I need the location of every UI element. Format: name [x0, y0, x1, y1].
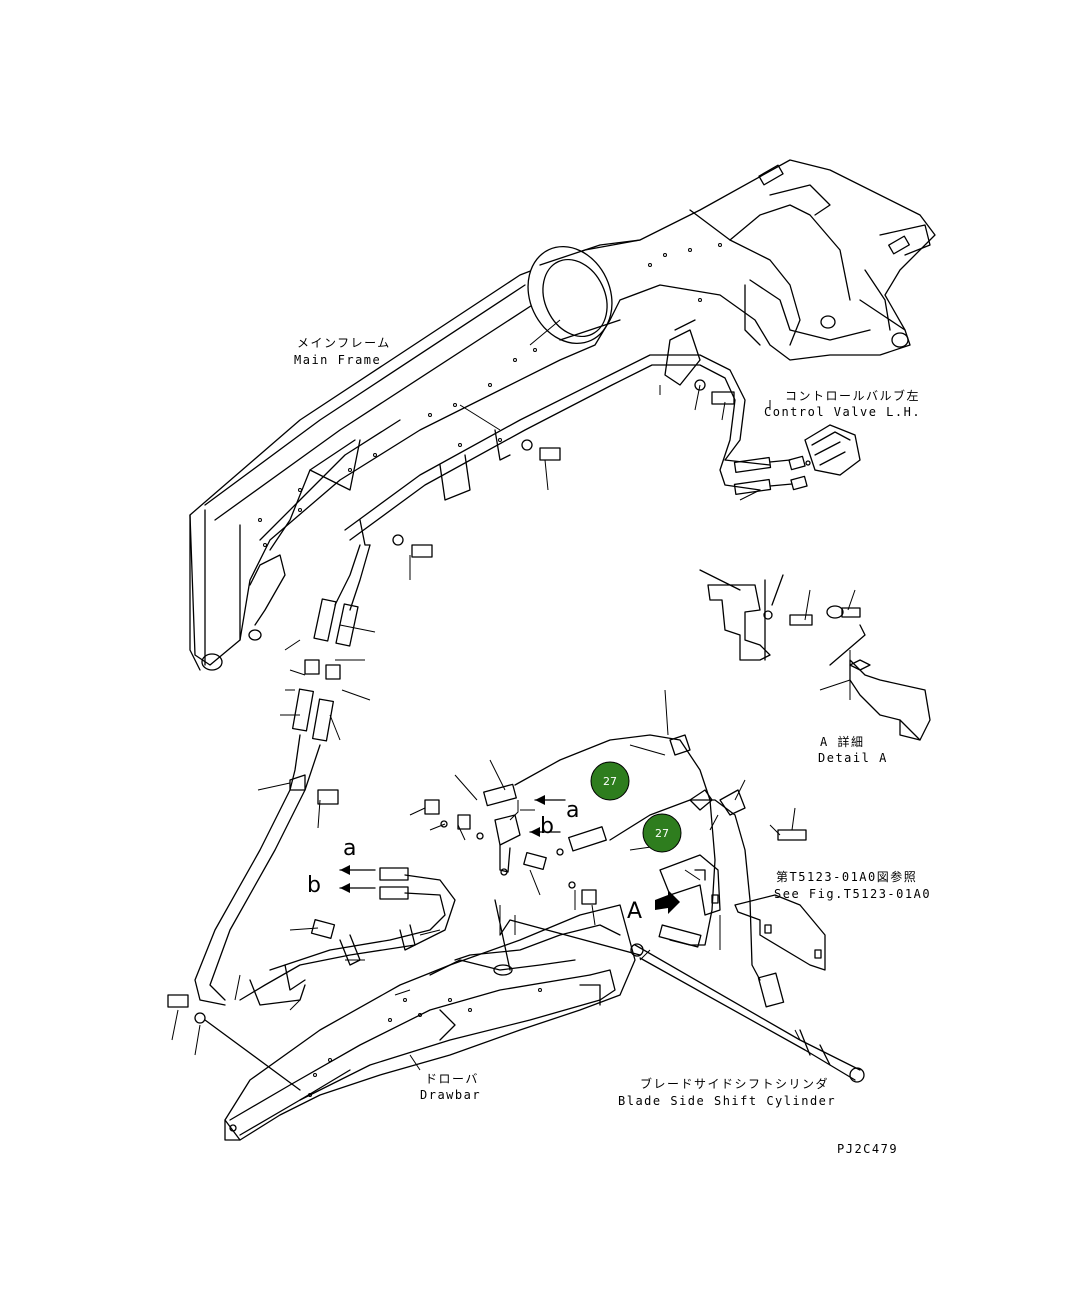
hydraulic-piping	[167, 319, 807, 1056]
callout-27-upper[interactable]: 27	[590, 761, 630, 801]
see-fig-label-en: See Fig.T5123-01A0	[774, 887, 931, 901]
detail-a-drawing	[699, 569, 931, 741]
letter-b-upper: b	[540, 814, 554, 839]
control-valve-label-en: Control Valve L.H.	[764, 405, 921, 419]
cylinder-drawing	[630, 854, 865, 1083]
callout-circle[interactable]	[590, 761, 630, 801]
callout-circle[interactable]	[642, 813, 682, 853]
letter-a-upper: a	[566, 798, 579, 823]
main-frame-drawing	[189, 159, 936, 671]
drawbar-label-jp: ドローバ	[425, 1072, 479, 1086]
drawbar-label-en: Drawbar	[420, 1088, 481, 1102]
detail-a-label-jp: A 詳細	[820, 734, 864, 749]
drawbar-drawing	[204, 899, 641, 1141]
main-frame-label-jp: メインフレーム	[297, 336, 391, 350]
main-frame-label-en: Main Frame	[294, 353, 381, 367]
letter-A-view: A	[627, 899, 642, 924]
cylinder-label-jp: ブレードサイドシフトシリンダ	[640, 1076, 829, 1091]
cylinder-label-en: Blade Side Shift Cylinder	[618, 1094, 836, 1108]
callout-number: 27	[603, 775, 617, 788]
letter-a-lower: a	[343, 836, 356, 861]
see-fig-label-jp: 第T5123-01A0図参照	[776, 869, 917, 884]
control-valve-label-jp: コントロールバルブ左	[785, 388, 920, 403]
letter-b-lower: b	[307, 873, 321, 898]
control-valve-drawing	[788, 424, 861, 491]
drawing-code: PJ2C479	[837, 1142, 898, 1156]
flow-arrows	[339, 795, 680, 914]
callout-number: 27	[655, 827, 669, 840]
callout-27-lower[interactable]: 27	[642, 813, 682, 853]
view-arrow-icon	[655, 890, 680, 914]
detail-a-label-en: Detail A	[818, 751, 888, 765]
